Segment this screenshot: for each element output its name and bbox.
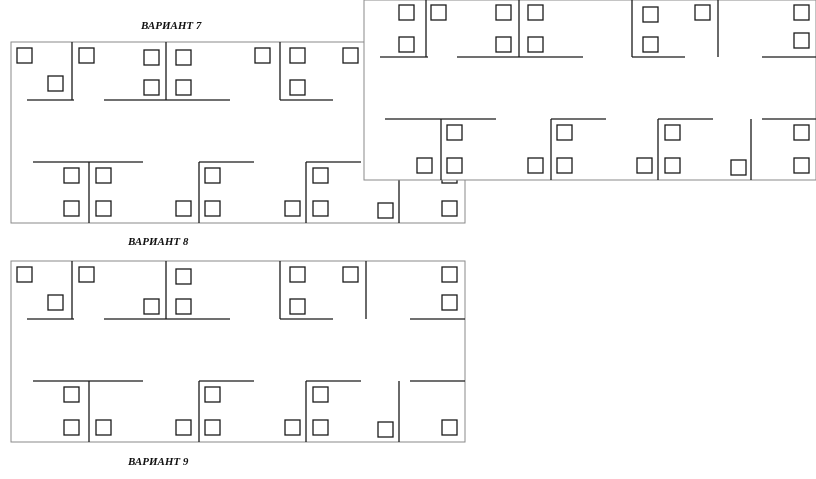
desk [175,268,192,285]
desk [289,47,306,64]
desk [342,47,359,64]
desk [377,421,394,438]
desk [47,294,64,311]
caption-variant-9: ВАРИАНТ 9 [128,456,189,468]
desk [441,266,458,283]
plan-frame [363,0,816,181]
desk [416,157,433,174]
desk [78,266,95,283]
desk [254,47,271,64]
desk [289,79,306,96]
desk [556,157,573,174]
desk [312,167,329,184]
desk [793,32,810,49]
desk [175,49,192,66]
desk [441,294,458,311]
desk [284,200,301,217]
desk [642,6,659,23]
desk [398,4,415,21]
desk [430,4,447,21]
desk [175,419,192,436]
desk [398,36,415,53]
desk [78,47,95,64]
desk [143,79,160,96]
floor-plan-overlay [363,0,816,181]
plan-frame [10,260,466,443]
desk [204,200,221,217]
desk [495,4,512,21]
desk [495,36,512,53]
desk [175,79,192,96]
desk [95,167,112,184]
desk [63,167,80,184]
desk [289,266,306,283]
desk [312,200,329,217]
desk [664,157,681,174]
desk [16,47,33,64]
desk [694,4,711,21]
desk [63,200,80,217]
desk [527,36,544,53]
desk [284,419,301,436]
desk [289,298,306,315]
desk [377,202,394,219]
desk [446,124,463,141]
desk [16,266,33,283]
desk [47,75,64,92]
desk [143,49,160,66]
desk [556,124,573,141]
desk [527,4,544,21]
desk [63,419,80,436]
desk [175,298,192,315]
desk [636,157,653,174]
desk [312,419,329,436]
caption-variant-7: ВАРИАНТ 7 [141,20,202,32]
desk [446,157,463,174]
caption-variant-8: ВАРИАНТ 8 [128,236,189,248]
desk [204,167,221,184]
desk [793,124,810,141]
desk [312,386,329,403]
desk [95,419,112,436]
desk [95,200,112,217]
desk [441,200,458,217]
desk [441,419,458,436]
desk [204,419,221,436]
desk [175,200,192,217]
desk [342,266,359,283]
desk [793,157,810,174]
desk [204,386,221,403]
desk [143,298,160,315]
floor-plan-variant-8 [10,260,466,443]
desk [664,124,681,141]
desk [793,4,810,21]
desk [63,386,80,403]
desk [730,159,747,176]
desk [642,36,659,53]
desk [527,157,544,174]
